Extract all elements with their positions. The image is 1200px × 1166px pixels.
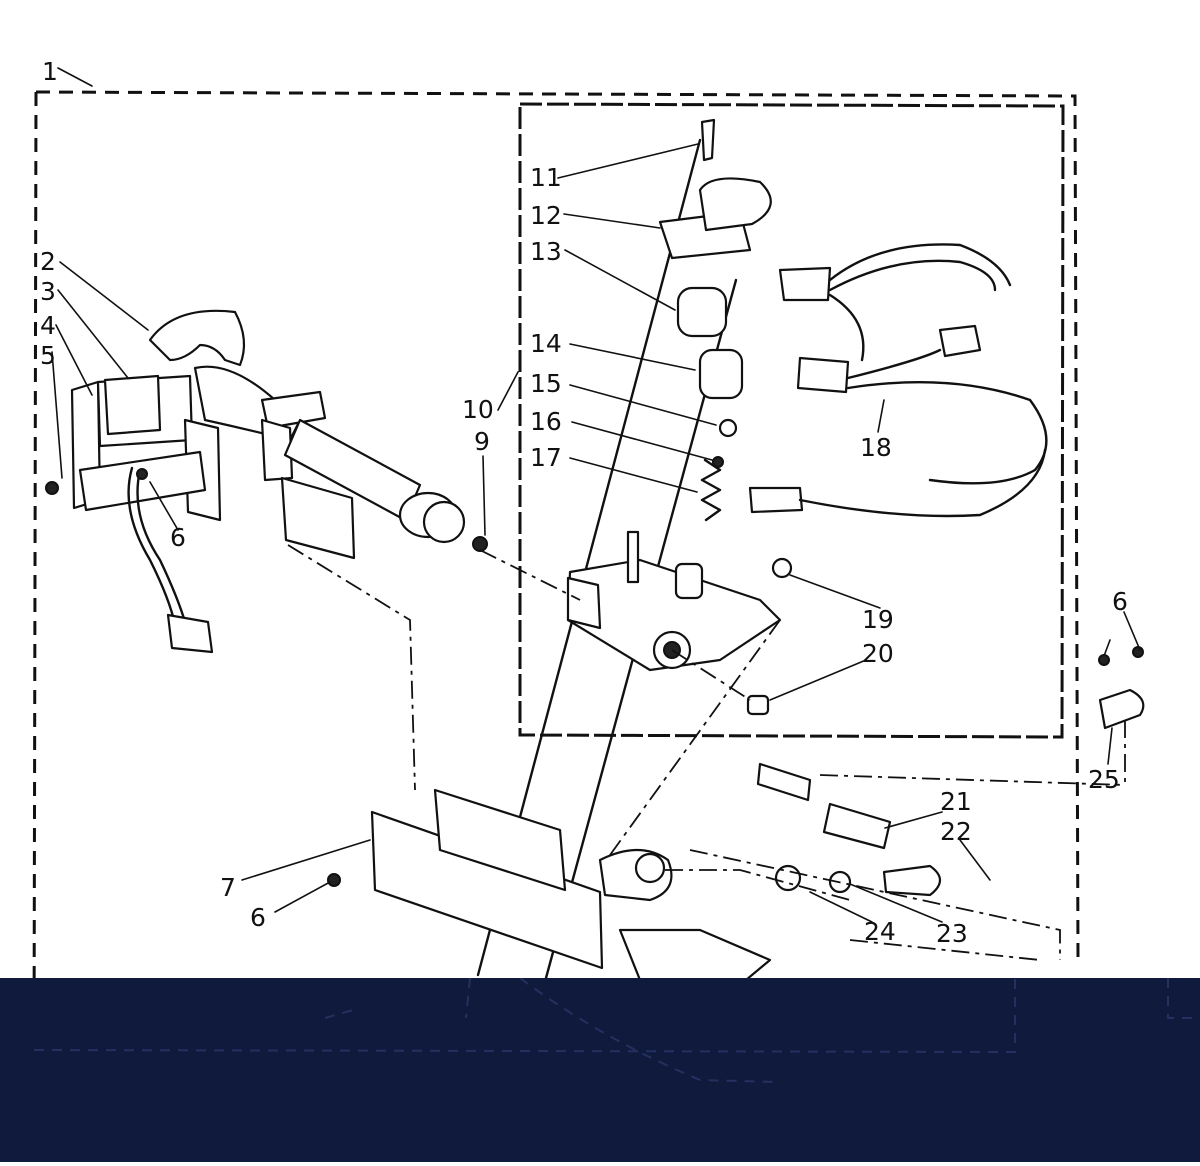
callout-14: 14 xyxy=(530,329,562,358)
callout-6-left: 6 xyxy=(170,523,186,552)
left-bracket-assembly xyxy=(45,309,466,654)
callout-22: 22 xyxy=(940,817,972,846)
callout-leaders xyxy=(51,67,1141,923)
connection-lines xyxy=(287,544,1126,961)
callout-5: 5 xyxy=(40,341,56,370)
callout-4: 4 xyxy=(40,311,56,340)
bottom-overlay-svg xyxy=(0,977,1200,1162)
callout-18: 18 xyxy=(860,433,892,462)
valve-body-assembly xyxy=(472,118,793,1002)
wire-harness xyxy=(748,243,1048,518)
callout-12: 12 xyxy=(530,201,562,230)
right-clamp xyxy=(1098,646,1145,730)
callout-11: 11 xyxy=(530,163,562,192)
lower-bracket-assembly xyxy=(327,762,942,987)
callout-21: 21 xyxy=(940,787,972,816)
inner-subassembly-boundary xyxy=(518,102,1065,739)
callout-17: 17 xyxy=(530,443,562,472)
callout-1: 1 xyxy=(42,57,58,86)
callout-6-bottom: 6 xyxy=(250,903,266,932)
callout-23: 23 xyxy=(936,919,968,948)
callout-10: 10 xyxy=(462,395,494,424)
callout-9: 9 xyxy=(474,427,490,456)
bottom-overlay-band xyxy=(0,977,1200,1162)
callout-20: 20 xyxy=(862,639,894,668)
callout-13: 13 xyxy=(530,237,562,266)
callout-16: 16 xyxy=(530,407,562,436)
callout-numbers: 1 2 3 4 5 6 7 6 9 10 11 12 13 14 15 16 1… xyxy=(40,57,1128,948)
callout-7: 7 xyxy=(220,873,236,902)
callout-24: 24 xyxy=(864,917,896,946)
callout-6-right: 6 xyxy=(1112,587,1128,616)
callout-2: 2 xyxy=(40,247,56,276)
callout-3: 3 xyxy=(40,277,56,306)
callout-15: 15 xyxy=(530,369,562,398)
callout-19: 19 xyxy=(862,605,894,634)
callout-25: 25 xyxy=(1088,765,1120,794)
